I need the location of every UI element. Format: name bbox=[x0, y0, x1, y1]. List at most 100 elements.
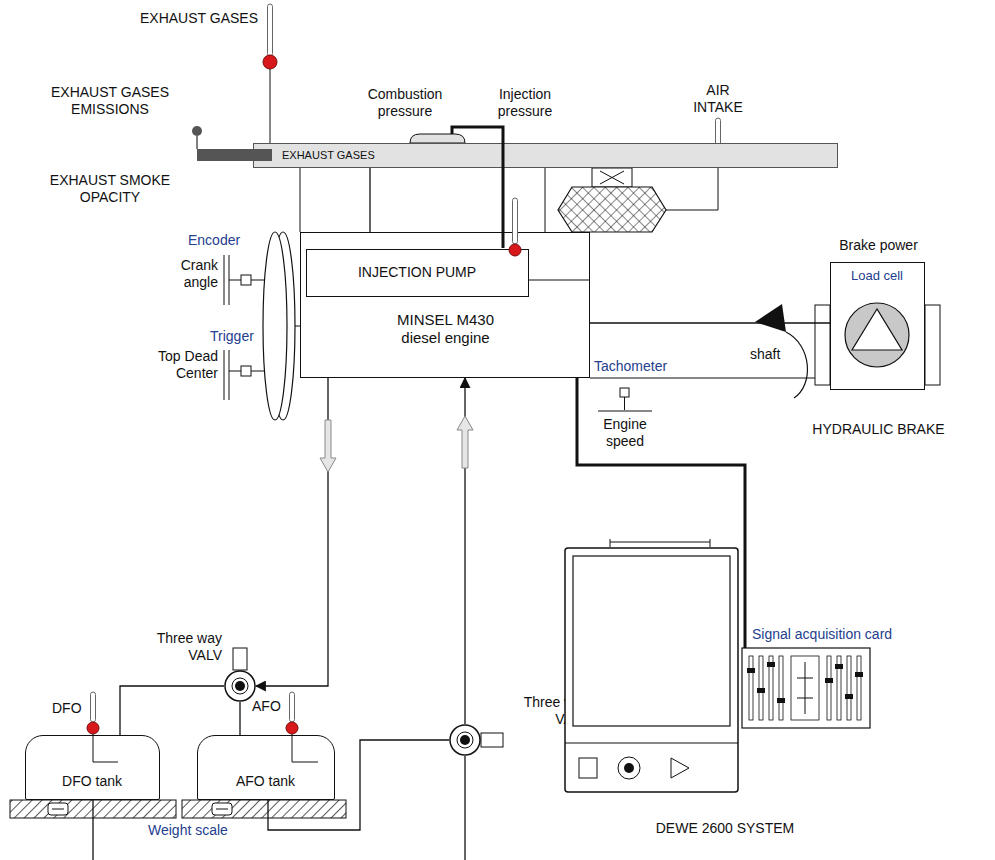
card-slider bbox=[827, 656, 831, 720]
air-filter-cross bbox=[600, 171, 624, 184]
pipe-connector bbox=[239, 702, 240, 735]
part-label: Injection pressure bbox=[475, 86, 575, 120]
card-slider-knob bbox=[835, 664, 843, 669]
pipe-connector bbox=[464, 378, 465, 724]
valve-core bbox=[235, 681, 245, 691]
scale-icon bbox=[212, 803, 232, 815]
hydraulic-brake: Brake powerLoad cellHYDRAULIC BRAKE bbox=[830, 262, 925, 390]
pipe-connector bbox=[369, 168, 370, 232]
sensor-arm bbox=[229, 371, 241, 372]
pressure-sensor bbox=[410, 134, 465, 143]
node-text: DFO tank bbox=[26, 773, 158, 790]
dewe-outline bbox=[565, 538, 870, 800]
probe-wire bbox=[196, 136, 198, 149]
card-slider-knob bbox=[855, 672, 863, 677]
sensor-mount bbox=[229, 350, 230, 400]
rotation-arrowhead bbox=[755, 304, 786, 332]
weight-scale-plate bbox=[10, 800, 176, 818]
node-text: DEWE 2600 SYSTEM bbox=[635, 820, 815, 837]
emissions-probe bbox=[192, 126, 202, 136]
card-slider bbox=[779, 656, 783, 720]
valve-core bbox=[460, 735, 470, 745]
monitor-button bbox=[618, 757, 640, 779]
fuel-line bbox=[464, 756, 465, 860]
injection-pump-box: INJECTION PUMP bbox=[306, 249, 529, 297]
fuel-tank: AFO tank bbox=[197, 735, 335, 800]
engine-wall bbox=[545, 168, 546, 232]
card-slider bbox=[857, 656, 861, 720]
engine-block: INJECTION PUMP MINSEL M430 diesel engine bbox=[300, 232, 590, 378]
node-text: EXHAUST GASES bbox=[282, 149, 375, 162]
monitor-body bbox=[565, 548, 738, 792]
sensor-wire bbox=[292, 734, 318, 762]
sensor-arm bbox=[251, 371, 264, 372]
valve-ring bbox=[232, 678, 248, 694]
monitor-button bbox=[579, 758, 597, 778]
part-label: EXHAUST GASES EMISSIONS bbox=[30, 84, 190, 118]
part-label: EXHAUST GASES bbox=[108, 10, 258, 27]
valve-ring bbox=[457, 732, 473, 748]
part-label: Encoder bbox=[188, 232, 240, 249]
part-label: shaft bbox=[750, 346, 780, 363]
tachometer-sensor bbox=[620, 388, 629, 397]
thermometer-stem bbox=[268, 4, 273, 56]
rotation-arc bbox=[786, 332, 807, 398]
engine-line bbox=[528, 280, 590, 281]
card-module bbox=[797, 678, 813, 679]
scale-icon bbox=[216, 809, 228, 810]
thermometer-bulb bbox=[263, 55, 277, 69]
card-slider bbox=[847, 656, 851, 720]
part-label: AFO bbox=[252, 698, 281, 715]
thermometer-bulb bbox=[286, 722, 298, 734]
three-way-valve: Three way VALV bbox=[449, 724, 481, 756]
node-text: Three way VALV bbox=[144, 630, 222, 664]
sensor-mount bbox=[224, 255, 225, 305]
trigger-sensor bbox=[241, 366, 251, 376]
card-slider-knob bbox=[845, 694, 853, 699]
sensor-wire bbox=[666, 164, 718, 210]
sensor-wire bbox=[93, 734, 118, 762]
scale-icon bbox=[48, 803, 68, 815]
card-slider-knob bbox=[825, 678, 833, 683]
fuel-tank: DFO tank bbox=[25, 735, 160, 800]
sensor-mount bbox=[224, 350, 225, 400]
exhaust-pipe: EXHAUST GASES bbox=[253, 143, 838, 168]
monitor-button bbox=[671, 758, 689, 778]
monitor-screen bbox=[573, 556, 730, 726]
flywheel bbox=[263, 232, 287, 420]
card-module bbox=[791, 656, 819, 720]
thermometer-stem bbox=[513, 198, 518, 244]
node-text: Load cell bbox=[831, 268, 923, 284]
sensor-arm bbox=[229, 280, 241, 281]
monitor-top bbox=[610, 541, 710, 542]
part-label: Combustion pressure bbox=[350, 86, 460, 120]
card-slider-knob bbox=[747, 668, 755, 673]
monitor-top bbox=[710, 539, 711, 547]
part-label: Trigger bbox=[210, 328, 254, 345]
engine-wall bbox=[300, 168, 301, 232]
flow-arrow bbox=[457, 416, 473, 468]
card-slider-knob bbox=[757, 688, 765, 693]
part-label: EXHAUST SMOKE OPACITY bbox=[30, 172, 190, 206]
valve-outline bbox=[224, 670, 256, 702]
data-acquisition-system: Signal acquisition cardDEWE 2600 SYSTEM bbox=[565, 538, 870, 800]
monitor-panel bbox=[565, 743, 738, 744]
part-label: AIR INTAKE bbox=[688, 82, 748, 116]
load-cell-triangle bbox=[852, 309, 902, 350]
part-label: DFO bbox=[52, 700, 82, 717]
acquisition-card bbox=[742, 648, 870, 728]
valve-body bbox=[450, 725, 480, 755]
shaft-line bbox=[590, 322, 830, 323]
pipe-connector bbox=[256, 378, 328, 686]
shaft-line bbox=[590, 377, 815, 378]
node-text: Brake power bbox=[801, 237, 956, 254]
sensor-wire bbox=[270, 69, 271, 143]
signal-cable bbox=[744, 538, 747, 648]
three-way-valve: Three way VALV bbox=[224, 670, 256, 702]
pipe-connector bbox=[120, 686, 224, 735]
air-filter bbox=[558, 187, 666, 232]
node-text: MINSEL M430 diesel engine bbox=[388, 311, 503, 347]
card-module bbox=[797, 698, 813, 699]
air-filter-cross bbox=[600, 171, 624, 184]
card-slider-knob bbox=[767, 662, 775, 667]
